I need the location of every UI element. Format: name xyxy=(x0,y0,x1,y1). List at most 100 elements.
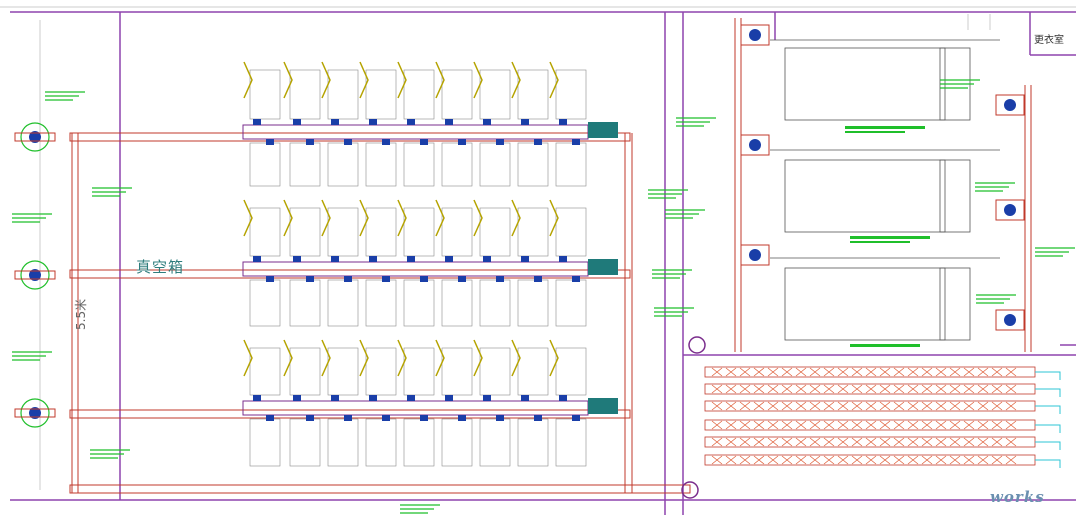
rack-cell xyxy=(479,142,511,187)
oven-cell xyxy=(781,437,793,447)
rack-cell xyxy=(441,69,473,120)
oven-cell xyxy=(1005,420,1017,430)
rack-grid xyxy=(243,61,587,467)
rack-machine xyxy=(344,415,352,421)
rack-cell xyxy=(327,142,359,187)
wing-station xyxy=(995,199,1025,221)
oven-cell xyxy=(851,401,863,411)
oven-cell xyxy=(977,384,989,394)
oven-cell xyxy=(865,420,877,430)
rack-bracket xyxy=(549,339,559,377)
rack-bracket xyxy=(511,61,521,99)
rack-machine xyxy=(369,256,377,262)
rack-machine xyxy=(369,119,377,125)
oven-cell xyxy=(781,384,793,394)
rack-machine xyxy=(306,139,314,145)
changing-room-label: 更衣室 xyxy=(1034,35,1064,46)
rack-machine xyxy=(559,256,567,262)
rack-machine xyxy=(572,276,580,282)
rack-machine xyxy=(521,119,529,125)
rack-machine xyxy=(420,139,428,145)
rack-cell xyxy=(441,279,473,327)
transfer-units xyxy=(588,122,706,499)
rack-cell xyxy=(249,279,281,327)
rack-bracket xyxy=(511,199,521,237)
dimension-label: 5.5米 xyxy=(74,298,88,330)
rack-machine xyxy=(521,256,529,262)
oven-cell xyxy=(753,384,765,394)
oven-cell xyxy=(795,420,807,430)
rack-machine xyxy=(534,139,542,145)
oven-cell xyxy=(837,437,849,447)
oven-cell xyxy=(879,455,891,465)
oven-cell xyxy=(977,420,989,430)
rack-bracket xyxy=(321,199,331,237)
oven-cell xyxy=(767,437,779,447)
oven-cell xyxy=(935,437,947,447)
rack-cell xyxy=(289,418,321,467)
oven-cell xyxy=(865,437,877,447)
wing-station xyxy=(740,244,770,266)
oven-cell xyxy=(907,401,919,411)
oven-cell xyxy=(753,420,765,430)
rack-cell xyxy=(441,418,473,467)
rack-machine xyxy=(572,415,580,421)
oven-cell xyxy=(739,455,751,465)
oven-cell xyxy=(823,367,835,377)
rack-cell xyxy=(365,418,397,467)
oven-cell xyxy=(725,384,737,394)
oven-cell xyxy=(991,384,1003,394)
rack-bracket xyxy=(283,61,293,99)
oven-cell xyxy=(823,384,835,394)
rack-cell xyxy=(555,69,587,120)
oven-cell xyxy=(851,367,863,377)
oven-cell xyxy=(795,455,807,465)
oven-cell xyxy=(753,367,765,377)
oven-cell xyxy=(767,367,779,377)
rack-machine xyxy=(534,276,542,282)
rack-machine xyxy=(534,415,542,421)
cooling-pipe xyxy=(1035,459,1061,468)
oven-cell xyxy=(753,455,765,465)
rack-cell xyxy=(403,418,435,467)
rack-machine xyxy=(306,276,314,282)
oven-cell xyxy=(1005,367,1017,377)
rack-cell xyxy=(441,142,473,187)
oven-cell xyxy=(711,384,723,394)
oven-cell xyxy=(963,401,975,411)
rack-cell xyxy=(517,69,549,120)
rack-machine xyxy=(496,415,504,421)
rack-machine xyxy=(458,276,466,282)
oven-cell xyxy=(991,437,1003,447)
oven-cell xyxy=(865,367,877,377)
oven-cell xyxy=(823,455,835,465)
oven-cell xyxy=(823,420,835,430)
oven-cell xyxy=(977,455,989,465)
rack-bracket xyxy=(321,61,331,99)
oven-cell xyxy=(781,367,793,377)
wing-station xyxy=(740,24,770,46)
oven-cell xyxy=(963,420,975,430)
rack-cell xyxy=(289,69,321,120)
oven-cell xyxy=(767,455,779,465)
rack-machine xyxy=(331,395,339,401)
rack-cell xyxy=(249,142,281,187)
rack-cell xyxy=(327,69,359,120)
rack-cell xyxy=(249,69,281,120)
rack-machine xyxy=(496,139,504,145)
oven-cell xyxy=(711,367,723,377)
rack-machine xyxy=(458,415,466,421)
oven-cell xyxy=(1005,437,1017,447)
rack-cell xyxy=(403,142,435,187)
rack-machine xyxy=(331,256,339,262)
oven-cell xyxy=(725,420,737,430)
wing-machines xyxy=(770,39,1000,341)
oven-cell xyxy=(879,384,891,394)
oven-cell xyxy=(767,401,779,411)
oven-cell xyxy=(963,455,975,465)
rack-machine xyxy=(445,256,453,262)
oven-cell xyxy=(823,437,835,447)
oven-cell xyxy=(991,401,1003,411)
rack-cell xyxy=(479,279,511,327)
